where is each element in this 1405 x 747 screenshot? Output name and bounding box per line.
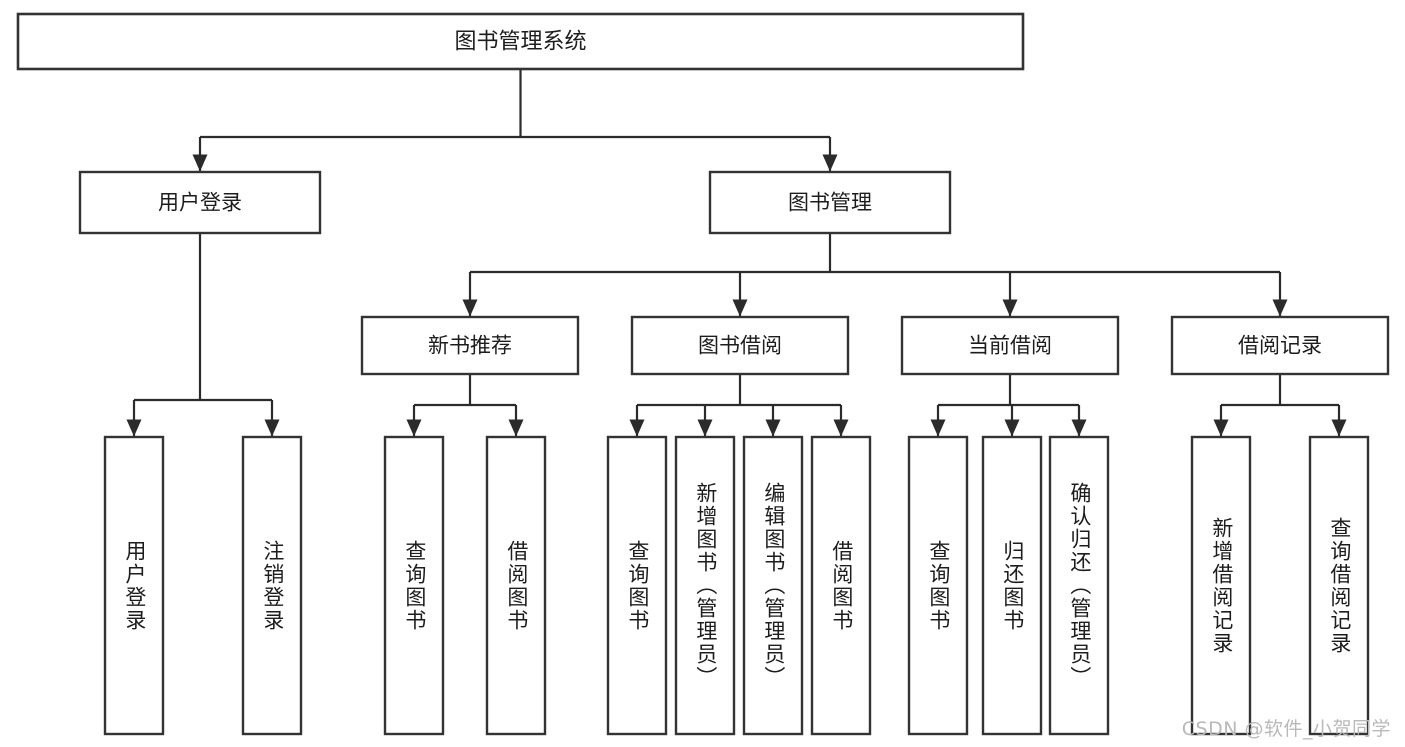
arrow-head-icon xyxy=(1213,419,1229,437)
leaf-box-leaf-query-book-cur[interactable] xyxy=(907,435,969,736)
arrow-head-icon xyxy=(1272,299,1288,317)
level2-node-book-manage[interactable]: 图书管理 xyxy=(708,170,952,235)
arrow-head-icon xyxy=(462,299,478,317)
leaf-box-leaf-query-record[interactable] xyxy=(1308,435,1370,736)
arrow-head-icon xyxy=(765,419,781,437)
leaf-box-leaf-query-book-rec[interactable] xyxy=(383,435,445,736)
leaf-box-leaf-borrow-book[interactable] xyxy=(810,435,872,736)
node-box-borrow-record[interactable] xyxy=(1170,315,1390,376)
arrow-head-icon xyxy=(833,419,849,437)
arrow-head-icon xyxy=(822,154,838,172)
leaf-box-leaf-edit-book[interactable] xyxy=(742,435,804,736)
arrow-head-icon xyxy=(508,419,524,437)
node-box-book-borrow[interactable] xyxy=(630,315,850,376)
node-box-new-book-rec[interactable] xyxy=(360,315,580,376)
node-label-book-manage: 图书管理 xyxy=(788,191,872,215)
arrow-head-icon xyxy=(629,419,645,437)
node-label-current-borrow: 当前借阅 xyxy=(968,334,1052,358)
arrow-head-icon xyxy=(697,419,713,437)
leaf-box-leaf-add-book[interactable] xyxy=(674,435,736,736)
leaf-box-leaf-borrow-book-rec[interactable] xyxy=(485,435,547,736)
arrow-head-icon xyxy=(406,419,422,437)
level3-node-borrow-record[interactable]: 借阅记录 xyxy=(1170,315,1390,376)
arrow-head-icon xyxy=(264,419,280,437)
leaf-box-leaf-add-record[interactable] xyxy=(1190,435,1252,736)
node-label-new-book-rec: 新书推荐 xyxy=(428,334,512,358)
level3-node-current-borrow[interactable]: 当前借阅 xyxy=(900,315,1120,376)
node-box-current-borrow[interactable] xyxy=(900,315,1120,376)
level2-node-user-login[interactable]: 用户登录 xyxy=(78,170,322,235)
arrow-head-icon xyxy=(1331,419,1347,437)
leaf-box-leaf-return-book[interactable] xyxy=(981,435,1043,736)
node-box-root[interactable] xyxy=(16,12,1025,71)
arrow-head-icon xyxy=(126,419,142,437)
arrow-head-icon xyxy=(1002,299,1018,317)
arrow-head-icon xyxy=(1004,419,1020,437)
arrow-head-icon xyxy=(192,154,208,172)
leaf-box-leaf-user-login[interactable] xyxy=(103,435,165,736)
level3-node-new-book-rec[interactable]: 新书推荐 xyxy=(360,315,580,376)
arrow-head-icon xyxy=(732,299,748,317)
node-label-user-login: 用户登录 xyxy=(158,191,242,215)
leaf-box-leaf-query-book-borrow[interactable] xyxy=(606,435,668,736)
node-label-root: 图书管理系统 xyxy=(454,30,586,55)
node-label-book-borrow: 图书借阅 xyxy=(698,334,782,358)
arrow-head-icon xyxy=(1071,419,1087,437)
connectors-layer xyxy=(126,69,1347,437)
arrow-head-icon xyxy=(930,419,946,437)
csdn-watermark: CSDN @软件_小贺同学 xyxy=(1181,718,1391,740)
root-node-root[interactable]: 图书管理系统 xyxy=(16,12,1025,71)
level3-node-book-borrow[interactable]: 图书借阅 xyxy=(630,315,850,376)
node-box-book-manage[interactable] xyxy=(708,170,952,235)
node-label-borrow-record: 借阅记录 xyxy=(1238,334,1322,358)
leaf-box-leaf-confirm-return[interactable] xyxy=(1048,435,1110,736)
node-box-user-login[interactable] xyxy=(78,170,322,235)
leaf-box-leaf-logout[interactable] xyxy=(241,435,303,736)
